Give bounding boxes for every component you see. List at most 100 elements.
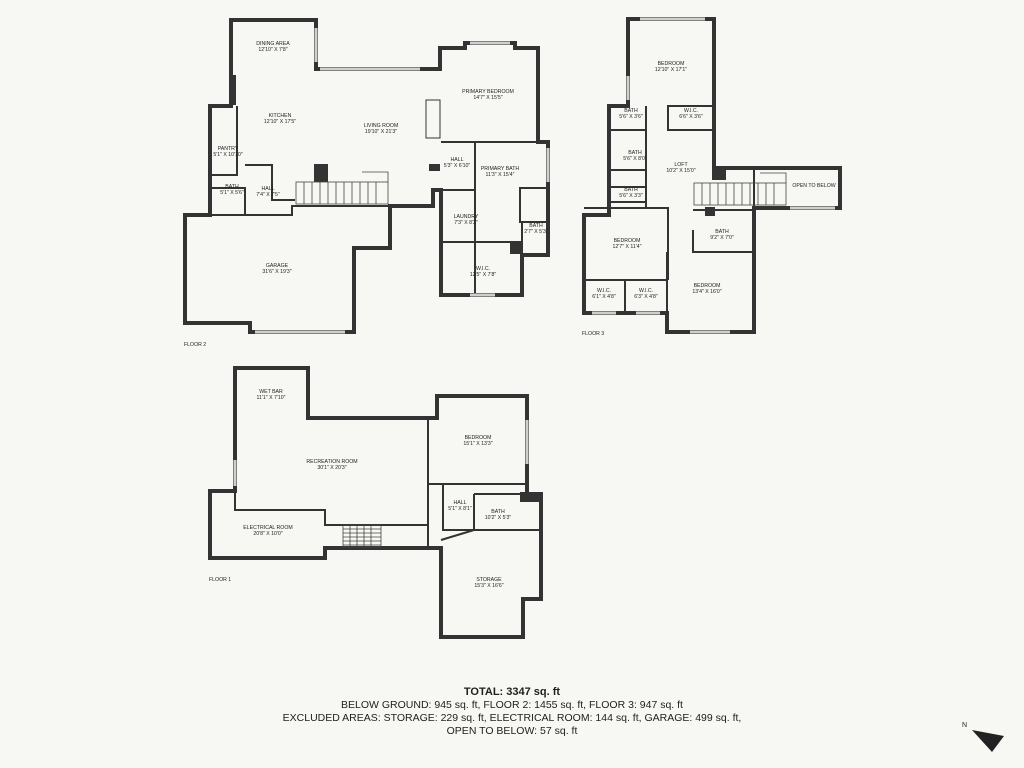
floor-3-column [712, 166, 726, 180]
floor-2-label: FLOOR 2 [184, 342, 206, 348]
room-name: BATH [715, 229, 729, 235]
fireplace-icon [425, 99, 441, 139]
room-dimensions: 12'10" X 7'8" [258, 47, 287, 53]
north-compass-icon: N [962, 722, 1004, 752]
room-name: RECREATION ROOM [306, 459, 357, 465]
room-dimensions: 5'1" X 5'6" [220, 190, 244, 196]
room-dimensions: 2'7" X 5'3" [524, 229, 548, 235]
room-name: DINING AREA [256, 41, 290, 47]
room-name: ELECTRICAL ROOM [243, 525, 292, 531]
room-dimensions: 12'5" X 7'8" [470, 272, 497, 278]
room-name: PANTRY [218, 146, 239, 152]
floor-2-exterior-wall [183, 18, 550, 334]
room-name: W.I.C. [639, 288, 653, 294]
room-dimensions: 10'2" X 5'3" [485, 515, 512, 521]
room-dimensions: 31'6" X 19'3" [262, 269, 291, 275]
floor-2-column [429, 164, 440, 171]
area-breakdown: BELOW GROUND: 945 sq. ft, FLOOR 2: 1455 … [341, 699, 683, 711]
room-dimensions: 9'2" X 7'0" [710, 235, 734, 241]
room-dimensions: 5'6" X 8'0" [623, 156, 647, 162]
room-dimensions: 6'1" X 4'8" [592, 294, 616, 300]
room-name: BATH [628, 150, 642, 156]
floor-3-label: FLOOR 3 [582, 331, 604, 337]
floor-1-column [520, 492, 541, 502]
compass-label: N [962, 722, 967, 729]
room-dimensions: 11'1" X 7'10" [257, 395, 286, 401]
room-name: PRIMARY BATH [481, 166, 520, 172]
floor-3-exterior-wall [582, 17, 842, 334]
room-name: BATH [624, 187, 638, 193]
room-name: STORAGE [476, 577, 502, 583]
floor-2-column [229, 75, 236, 105]
floor-1-label: FLOOR 1 [209, 577, 231, 583]
room-dimensions: 13'4" X 16'0" [692, 289, 721, 295]
floor-1-plan [208, 366, 543, 639]
room-dimensions: 5'6" X 3'6" [619, 114, 643, 120]
room-dimensions: 12'10" X 17'5" [264, 119, 296, 125]
floor-2-column [314, 164, 328, 182]
room-name: W.I.C. [476, 266, 490, 272]
room-name: LAUNDRY [454, 214, 479, 220]
compass-arrow-icon [972, 730, 1004, 752]
room-dimensions: 12'10" X 17'1" [655, 67, 687, 73]
room-name: BEDROOM [694, 283, 721, 289]
room-dimensions: 12'7" X 11'4" [613, 244, 642, 250]
floor-2-plan [183, 18, 550, 334]
room-dimensions: 15'1" X 13'3" [463, 441, 492, 447]
room-dimensions: 14'7" X 15'5" [473, 95, 502, 101]
floor-2-interior-wall [210, 106, 238, 176]
room-dimensions: 15'3" X 16'6" [474, 583, 503, 589]
open-to-below-area: OPEN TO BELOW: 57 sq. ft [446, 725, 578, 737]
floor-3-interior-wall [609, 186, 646, 203]
room-name: PRIMARY BEDROOM [462, 89, 514, 95]
floor-1-interior-wall [440, 529, 541, 541]
floor-1-interior-wall [442, 484, 475, 531]
area-summary: TOTAL: 3347 sq. ft BELOW GROUND: 945 sq.… [0, 686, 1024, 738]
room-name: GARAGE [266, 263, 289, 269]
room-name: OPEN TO BELOW [792, 183, 835, 189]
room-dimensions: 5'3" X 6'10" [444, 163, 471, 169]
room-name: WET BAR [259, 389, 283, 395]
total-area: TOTAL: 3347 sq. ft [463, 686, 561, 698]
room-name: HALL [451, 157, 464, 163]
room-name: BEDROOM [614, 238, 641, 244]
room-name: BEDROOM [465, 435, 492, 441]
floor-3-interior-wall [667, 105, 715, 131]
floor-2-interior-wall [245, 164, 295, 201]
floor-1-stairs-icon [342, 524, 382, 548]
room-dimensions: 30'1" X 20'3" [317, 465, 346, 471]
room-dimensions: 10'2" X 15'0" [666, 168, 695, 174]
room-dimensions: 6'3" X 4'8" [634, 294, 658, 300]
room-dimensions: 5'1" X 8'1" [448, 506, 472, 512]
room-dimensions: 5'1" X 10'10" [213, 152, 242, 158]
room-name: LOFT [674, 162, 688, 168]
floor-3-interior-wall [692, 209, 754, 253]
floor-1-interior-wall [210, 490, 428, 526]
room-dimensions: 6'6" X 3'6" [679, 114, 703, 120]
room-dimensions: 20'8" X 10'0" [253, 531, 282, 537]
floor-2-column [510, 242, 522, 254]
floor-2-stairs-icon [295, 171, 389, 205]
floor-3-stairs-icon [693, 172, 787, 206]
floor-3-column [705, 207, 715, 216]
room-name: BATH [225, 184, 239, 190]
room-dimensions: 11'3" X 15'4" [486, 172, 515, 178]
floor-3-plan [582, 17, 842, 334]
room-name: BATH [529, 223, 543, 229]
room-name: HALL [262, 186, 275, 192]
room-name: KITCHEN [269, 113, 292, 119]
room-name: BATH [491, 509, 505, 515]
room-name: BATH [624, 108, 638, 114]
room-dimensions: 7'3" X 8'2" [454, 220, 478, 226]
floor-2-interior-wall [210, 205, 390, 216]
room-name: W.I.C. [684, 108, 698, 114]
room-name: W.I.C. [597, 288, 611, 294]
excluded-areas: EXCLUDED AREAS: STORAGE: 229 sq. ft, ELE… [282, 712, 742, 724]
room-dimensions: 5'6" X 3'3" [619, 193, 643, 199]
room-name: BEDROOM [658, 61, 685, 67]
room-dimensions: 7'4" X 7'5" [256, 192, 280, 198]
room-dimensions: 19'10" X 21'3" [365, 129, 397, 135]
room-name: LIVING ROOM [364, 123, 399, 129]
